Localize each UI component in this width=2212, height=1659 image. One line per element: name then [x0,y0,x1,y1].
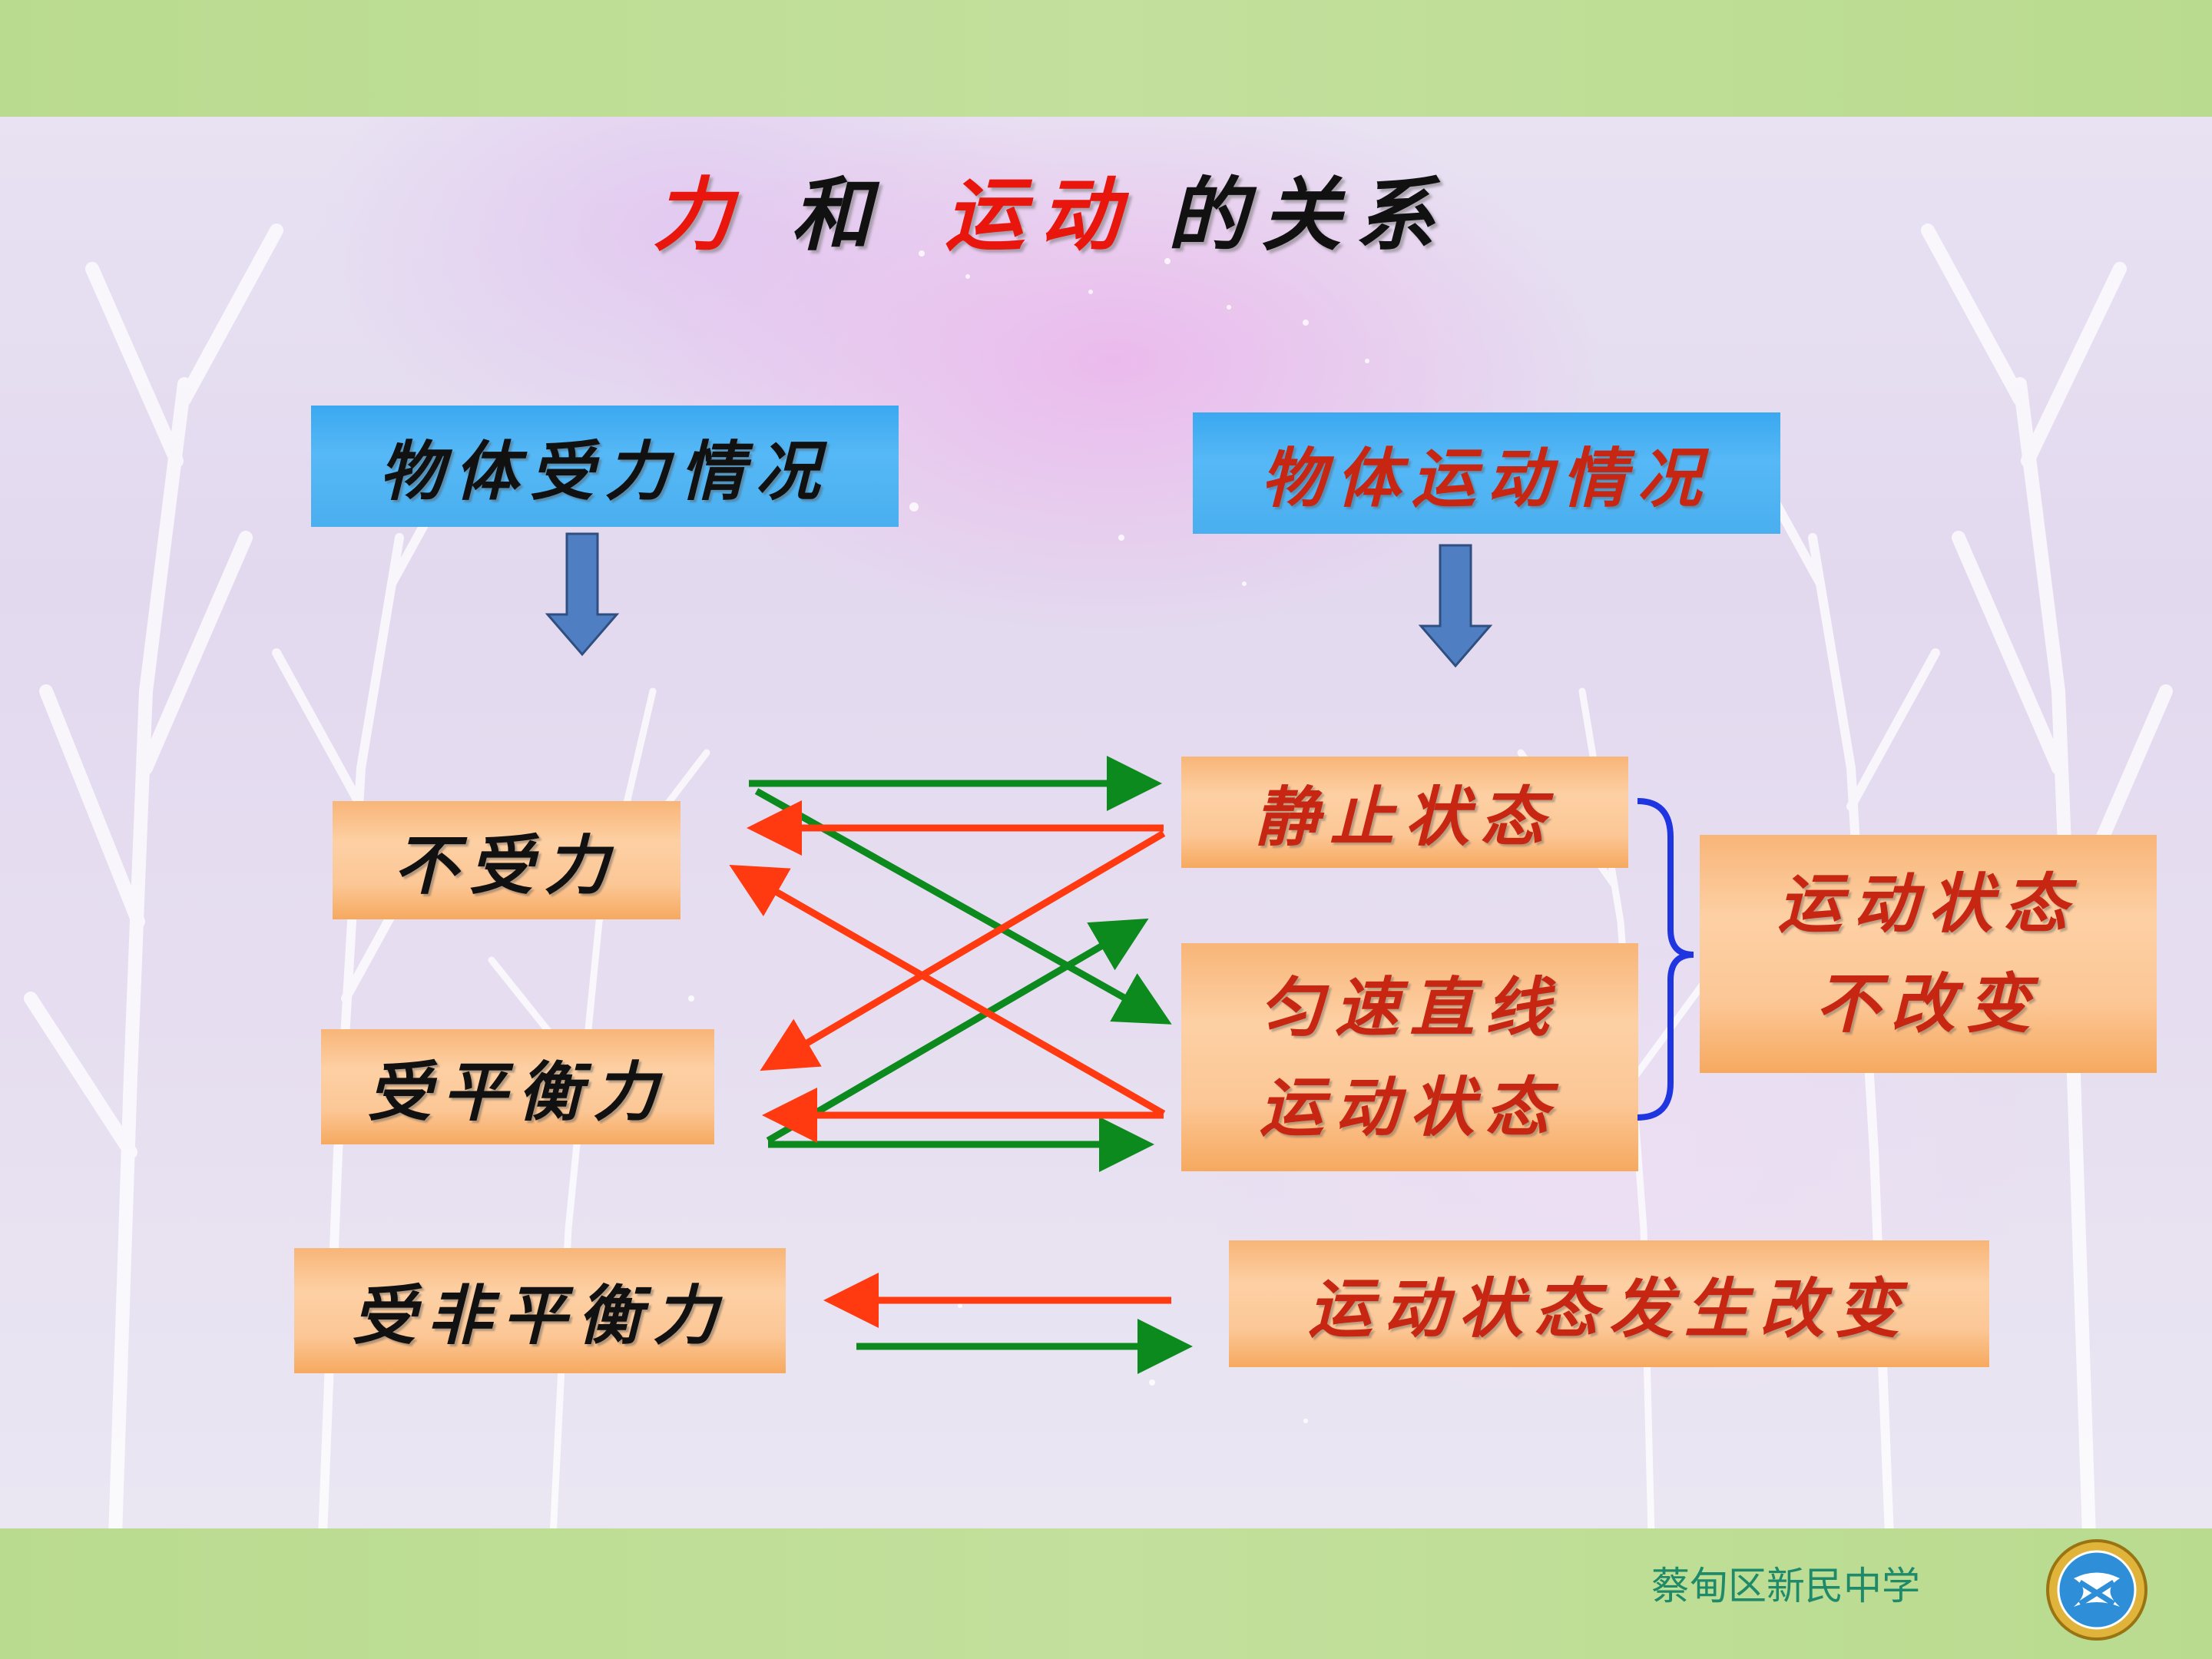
down-arrow-left [545,532,620,657]
motion-condition-header: 物体运动情况 [1193,412,1780,534]
school-name: 蔡甸区新民中学 [1651,1564,1920,1608]
title-part-relation: 的关系 [1167,167,1449,262]
uniform-motion-line1: 匀速直线 [1259,969,1561,1045]
school-logo-icon [2046,1539,2147,1641]
state-changes-box: 运动状态发生改变 [1229,1240,1989,1367]
motion-condition-label: 物体运动情况 [1260,439,1713,516]
force-condition-label: 物体受力情况 [379,432,831,509]
balanced-force-box: 受平衡力 [321,1029,714,1144]
force-condition-header: 物体受力情况 [311,406,899,527]
no-force-label: 不受力 [393,826,620,903]
brace [1637,798,1694,1121]
rest-state-label: 静止状态 [1253,779,1555,855]
state-unchanged-line1: 运动状态 [1777,866,2079,942]
unbalanced-force-label: 受非平衡力 [351,1277,728,1353]
title-part-and: 和 [791,167,872,262]
rest-state-box: 静止状态 [1181,757,1628,868]
uniform-motion-box: 匀速直线 运动状态 [1181,943,1638,1171]
no-force-box: 不受力 [333,801,680,919]
down-arrow-right [1418,544,1493,668]
state-unchanged-box: 运动状态 不改变 [1700,835,2157,1073]
top-band [0,0,2212,117]
arrow-green-balanced-uniform-up [766,918,1149,1144]
unbalanced-force-box: 受非平衡力 [294,1248,786,1373]
title-part-motion: 运动 [945,167,1136,262]
balanced-force-label: 受平衡力 [366,1053,668,1130]
slide-title: 力 和 运动 的关系 [0,154,2212,276]
title-part-force: 力 [653,167,733,262]
arrow-red-uniform-noforce [729,865,1166,1117]
bottom-band [0,1528,2212,1659]
state-changes-label: 运动状态发生改变 [1307,1270,1910,1346]
state-unchanged-line2: 不改变 [1815,965,2041,1041]
arrow-red-rest-balanced [760,830,1166,1071]
uniform-motion-line2: 运动状态 [1259,1068,1561,1145]
